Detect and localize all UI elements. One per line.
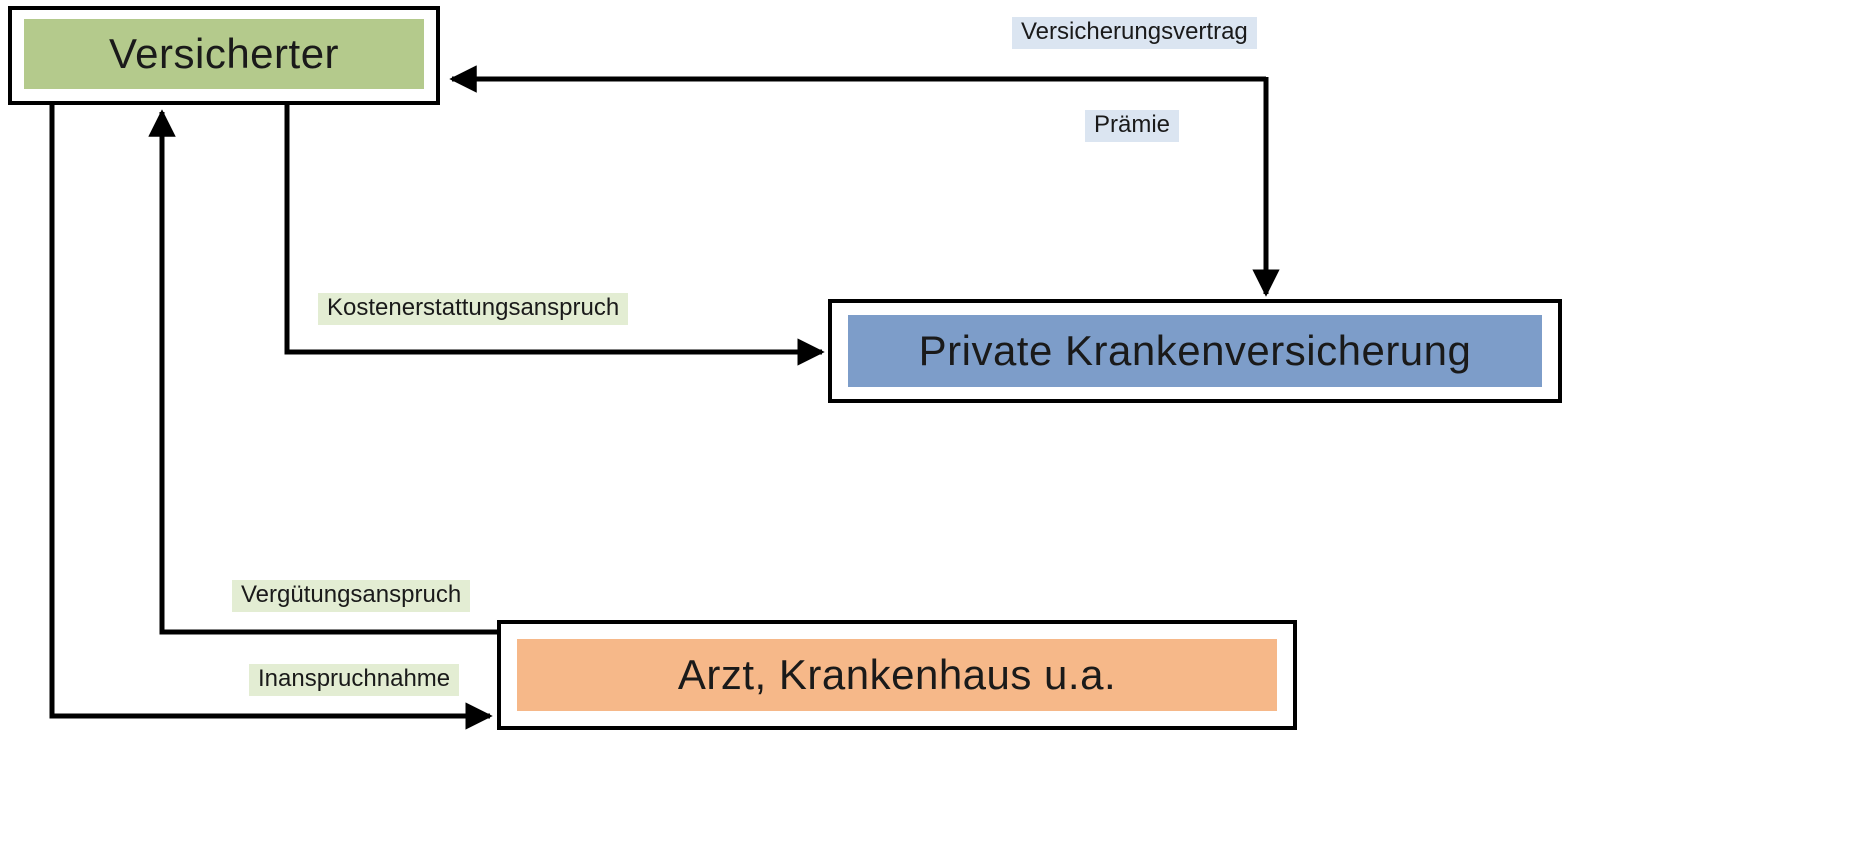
node-arzt-krankenhaus-fill: Arzt, Krankenhaus u.a. [517, 639, 1277, 711]
node-private-krankenversicherung-label: Private Krankenversicherung [918, 327, 1472, 374]
edge-label-versicherungsvertrag: Versicherungsvertrag [1012, 17, 1257, 50]
edge-label-kostenerstattungsanspruch: Kostenerstattungsanspruch [318, 293, 629, 326]
node-versicherter: Versicherter [8, 6, 440, 105]
node-versicherter-fill: Versicherter [24, 18, 424, 89]
node-private-krankenversicherung: Private Krankenversicherung [828, 299, 1562, 403]
edge-label-inanspruchnahme: Inanspruchnahme [249, 664, 460, 697]
node-private-krankenversicherung-fill: Private Krankenversicherung [848, 315, 1542, 387]
arrow-verguetungsanspruch [148, 109, 497, 635]
node-versicherter-label: Versicherter [108, 29, 340, 77]
node-arzt-krankenhaus-label: Arzt, Krankenhaus u.a. [677, 651, 1117, 698]
arrow-inanspruchnahme [49, 104, 493, 730]
edge-label-praemie: Prämie [1085, 110, 1180, 143]
edge-label-verguetungsanspruch: Vergütungsanspruch [232, 580, 471, 613]
node-arzt-krankenhaus: Arzt, Krankenhaus u.a. [497, 620, 1297, 730]
